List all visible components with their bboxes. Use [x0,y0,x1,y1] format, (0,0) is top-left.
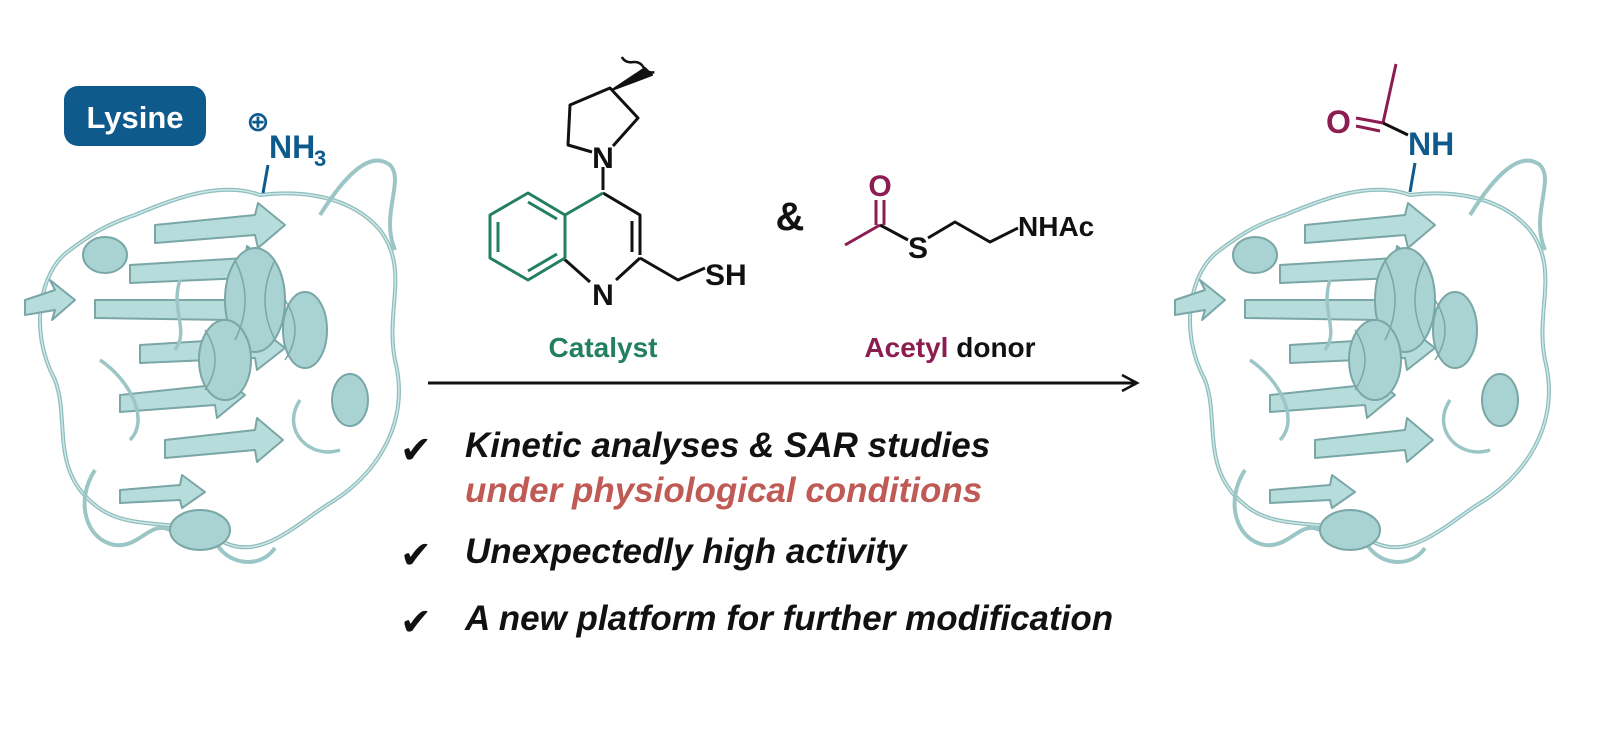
acetamide-carbonyl-o: O [1326,104,1351,140]
bullet-2-line-1: Unexpectedly high activity [465,532,908,571]
acetyl-lysine-side-chain-bond [1408,162,1417,193]
acetamide-group [1355,63,1409,137]
donor-label-rest: donor [956,332,1035,363]
donor-label: Acetyl donor [864,332,1035,363]
bullet-3-line-1: A new platform for further modification [464,599,1113,638]
catalyst-pyrrolidine [566,56,655,190]
ammonium-label: NH [269,129,315,165]
catalyst-benzo-ring [488,191,604,282]
lysine-badge [64,86,206,146]
bullet-1-line-1: Kinetic analyses & SAR studies [465,426,990,465]
ammonium-subscript: 3 [314,146,326,171]
donor-label-acetyl: Acetyl [864,332,948,363]
bullet-check-2: ✔ [400,535,432,577]
bullet-check-1: ✔ [400,430,432,472]
lysine-protein-left [23,158,401,564]
donor-carbonyl-o: O [868,170,891,203]
acetyl-donor-structure [844,200,1019,247]
lysine-side-chain-bond [261,164,270,194]
donor-nhac: NHAc [1018,211,1094,242]
bullet-1-line-2: under physiological conditions [465,471,982,510]
catalyst-pyridine-ring [562,191,706,284]
donor-sulfur: S [908,232,928,265]
acetamide-nh: NH [1408,126,1454,162]
ammonium-charge-symbol: ⊕ [246,106,269,137]
ampersand: & [776,195,805,239]
quinoline-n: N [592,279,614,312]
acetylated-protein-right [1173,158,1551,564]
lysine-badge-label: Lysine [86,100,183,135]
catalyst-label: Catalyst [549,332,658,363]
bullet-check-3: ✔ [400,602,432,644]
pyrrolidine-n: N [592,142,614,175]
catalyst-thiol: SH [705,259,747,292]
